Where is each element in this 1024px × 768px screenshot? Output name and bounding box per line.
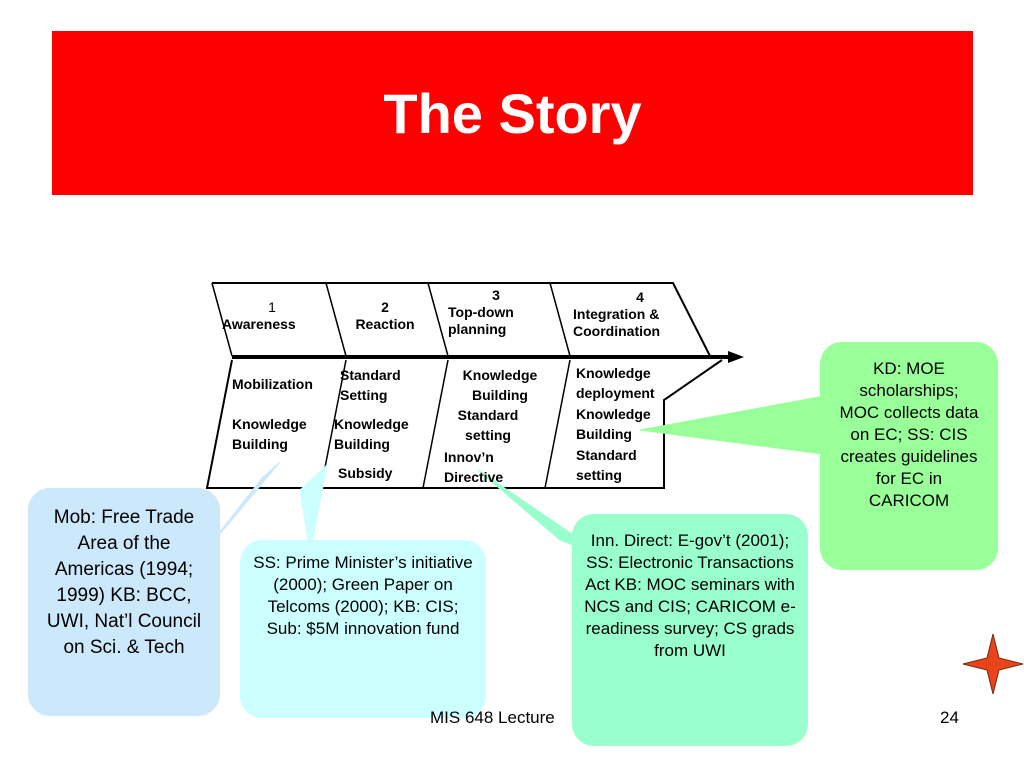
stage-divider-1 <box>211 282 233 357</box>
col2-item-2: Knowledge Building <box>334 416 409 452</box>
lower-divider-3 <box>544 359 571 489</box>
col2-item-1: Standard Setting <box>340 367 401 403</box>
stage-4: 4 Integration & Coordination <box>570 289 710 340</box>
stage-3: 3 Top-down planning <box>440 287 552 338</box>
footer-page-number: 24 <box>940 708 959 727</box>
col4-item-2: Knowledge Building <box>576 406 651 442</box>
lower-divider-2 <box>422 359 449 489</box>
stage-1-label: Awareness <box>222 316 296 332</box>
footer-course: MIS 648 Lecture <box>430 708 555 727</box>
callout-mob: Mob: Free Trade Area of the Americas (19… <box>44 505 204 661</box>
callout-inn: Inn. Direct: E-gov’t (2001); SS: Electro… <box>584 530 796 662</box>
col1-item-1: Mobilization <box>232 376 313 392</box>
stage-4-number: 4 <box>636 289 644 305</box>
compass-star-icon <box>962 633 1024 695</box>
title-banner: The Story <box>52 31 973 195</box>
lower-band-outline <box>205 359 723 489</box>
col2-item-3: Subsidy <box>338 465 393 481</box>
slide-title: The Story <box>383 81 642 145</box>
callout-box-kd <box>820 342 998 570</box>
stage-1-number: 1 <box>268 299 276 315</box>
col3-item-1: Knowledge Building <box>462 367 538 403</box>
stage-2-number: 2 <box>381 299 389 315</box>
col4-item-1: Knowledge deployment <box>576 365 655 401</box>
col3-item-3: Innov’n Directive <box>444 449 504 485</box>
stage-divider-4 <box>549 282 571 357</box>
stage-3-number: 3 <box>492 287 500 303</box>
stage-3-label: Top-down planning <box>448 304 514 337</box>
callout-ss: SS: Prime Minister’s initiative (2000); … <box>250 552 476 640</box>
stage-divider-3 <box>427 282 449 357</box>
callout-pointer-ss <box>299 463 328 556</box>
stage-1: 1 Awareness <box>222 299 322 333</box>
stage-divider-2 <box>325 282 347 357</box>
col1-item-2: Knowledge Building <box>232 416 307 452</box>
stage-2: 2 Reaction <box>340 299 430 333</box>
callout-kd: KD: MOE scholarships; MOC collects data … <box>839 359 979 510</box>
col3-item-2: Standard setting <box>457 407 519 443</box>
right-arrow-icon <box>728 351 744 363</box>
col4-item-3: Standard setting <box>576 447 637 483</box>
stage-2-label: Reaction <box>355 316 415 332</box>
stages-band-outline <box>212 282 711 357</box>
stage-4-label: Integration & Coordination <box>573 306 661 339</box>
